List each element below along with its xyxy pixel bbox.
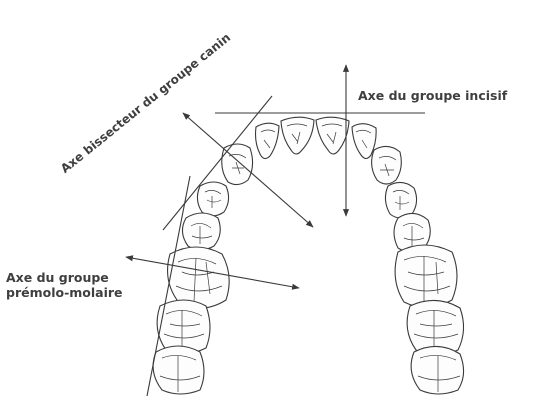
axes [125,64,425,397]
premolar-1-left [196,181,230,217]
incisor-central-left [280,116,315,155]
molar-3-right [410,345,465,395]
molar-2-left [156,299,211,355]
incisor-lateral-left [254,122,280,160]
incisor-central-right [315,116,350,155]
canine-bisector-axis [182,112,314,228]
premolar-2-left [181,212,221,251]
molar-1-right [394,244,458,309]
premolar-axis-label-line1: Axe du groupe [6,270,109,285]
canine-left [221,143,254,186]
canine-right [371,145,402,185]
premolar-axis-label-line2: prémolo-molaire [6,285,123,300]
premolar-1-right [384,181,418,219]
molar-1-left [167,246,230,309]
premolar-axis-label: Axe du groupe prémolo-molaire [6,270,123,300]
teeth-arch [152,116,465,395]
incisal-axis-label: Axe du groupe incisif [358,88,508,103]
premolar-molar-axis [125,255,300,290]
molar-2-right [406,299,465,356]
incisor-lateral-right [351,123,377,160]
molar-3-left [152,345,205,395]
